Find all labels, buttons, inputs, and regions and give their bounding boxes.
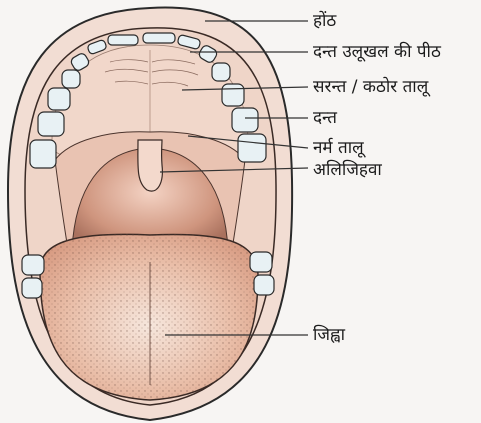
- label-uvula: अलिजिहवा: [313, 160, 382, 180]
- label-tongue: जिह्वा: [313, 325, 345, 345]
- label-teeth: दन्त: [313, 108, 337, 128]
- label-soft-palate: नर्म तालू: [313, 138, 364, 158]
- label-gum-ridge: दन्त उलूखल की पीठ: [313, 42, 441, 62]
- label-lips: होंठ: [313, 11, 336, 31]
- uvula-shape: [138, 140, 163, 191]
- label-hard-palate: सरन्त / कठोर तालू: [313, 77, 428, 97]
